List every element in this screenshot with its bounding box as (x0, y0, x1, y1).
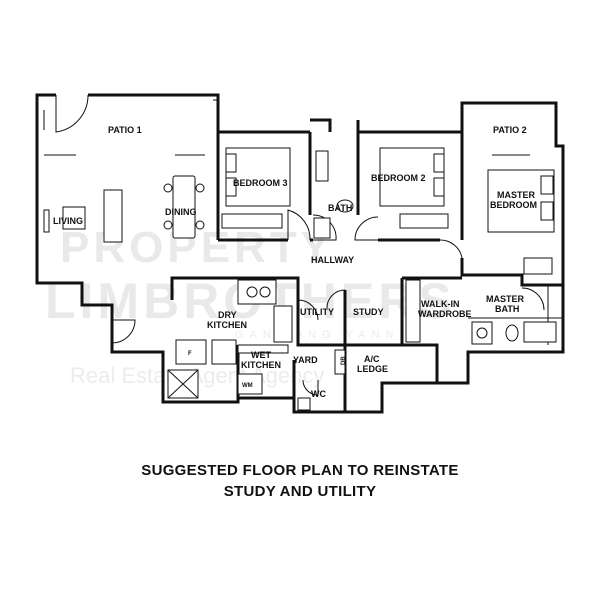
tv-icon (43, 209, 50, 233)
wc-toilet-icon (297, 397, 311, 411)
toilet-icon (336, 199, 354, 213)
fridge-icon (175, 339, 207, 365)
wall-ledge-top (345, 343, 439, 383)
door-main (55, 94, 89, 133)
wall-bed2-top (356, 101, 565, 285)
pillow-icon (225, 177, 237, 197)
basin-icon (313, 217, 331, 239)
label-bedroom-3: BEDROOM 3 (233, 178, 288, 188)
bed-bedroom2-icon (379, 147, 445, 207)
door-study (326, 289, 346, 309)
wall-bottom-right (345, 381, 437, 414)
label-wet-kitchen-2: KITCHEN (241, 360, 281, 370)
sink-icon (211, 339, 237, 365)
pillow-icon (540, 201, 554, 221)
windows (43, 99, 549, 345)
wall-west (35, 93, 165, 370)
door-bedroom2 (354, 216, 379, 241)
label-study: STUDY (353, 307, 384, 317)
label-bath: BATH (328, 203, 352, 213)
wall-master-bottom (460, 258, 563, 287)
label-dining: DINING (165, 207, 197, 217)
wall-bath-top (310, 118, 332, 132)
coffee-table-icon (62, 206, 86, 230)
chair-icon (195, 183, 205, 193)
label-patio-1: PATIO 1 (108, 125, 142, 135)
chair-icon (163, 183, 173, 193)
pillow-icon (540, 175, 554, 195)
caption-line-1: SUGGESTED FLOOR PLAN TO REINSTATE (141, 462, 459, 479)
burner-icon (246, 286, 258, 298)
pillow-icon (225, 153, 237, 173)
watermark-line-1: PROPERTY (60, 223, 334, 272)
label-bedroom-2: BEDROOM 2 (371, 173, 426, 183)
label-db: DB (341, 356, 347, 365)
wall-utility (296, 278, 347, 347)
master-toilet-icon (505, 324, 519, 342)
db-box-icon (334, 349, 346, 375)
furniture (43, 147, 557, 411)
label-ac-ledge-1: A/C (364, 354, 380, 364)
master-basin-bowl-icon (476, 327, 488, 339)
label-yard: YARD (293, 355, 318, 365)
bed-bedroom3-icon (225, 147, 291, 207)
room-labels: PATIO 1 PATIO 2 BEDROOM 3 BEDROOM 2 MAST… (53, 125, 537, 399)
wardrobe-icon (221, 213, 283, 229)
label-master-bedroom-1: MASTER (497, 190, 536, 200)
dining-table-icon (172, 175, 196, 239)
label-dry-kitchen-1: DRY (218, 310, 237, 320)
door-service (111, 319, 136, 344)
door-utility (297, 299, 319, 321)
desk-icon (523, 257, 553, 275)
fixture-labels: F WM DB (188, 351, 347, 389)
chair-icon (195, 220, 205, 230)
door-master (439, 239, 463, 259)
door-wc (302, 379, 319, 396)
wall-east (437, 285, 565, 385)
label-master-bedroom-2: BEDROOM (490, 200, 537, 210)
label-dry-kitchen-2: KITCHEN (207, 320, 247, 330)
label-living: LIVING (53, 216, 83, 226)
pillow-icon (433, 153, 445, 173)
door-master-bath (521, 287, 545, 311)
label-wc: WC (311, 389, 326, 399)
label-utility: UTILITY (300, 307, 334, 317)
label-master-bath-2: BATH (495, 304, 519, 314)
label-master-bath-1: MASTER (486, 294, 525, 304)
doors (55, 94, 545, 396)
sofa-icon (103, 189, 123, 243)
label-ac-ledge-2: LEDGE (357, 364, 388, 374)
door-bedroom3 (287, 209, 311, 241)
caption-line-2: STUDY AND UTILITY (223, 483, 377, 500)
label-hallway: HALLWAY (311, 255, 354, 265)
label-walkin-1: WALK-IN (421, 299, 460, 309)
walkin-shelf-icon (405, 279, 421, 343)
wet-counter-icon (237, 344, 289, 354)
counter-icon (273, 305, 293, 343)
pillow-icon (433, 177, 445, 197)
door-bath (312, 214, 337, 241)
shower-icon (315, 150, 329, 182)
label-wet-kitchen-1: WET (251, 350, 271, 360)
label-walkin-2: WARDROBE (418, 309, 472, 319)
chair-icon (163, 220, 173, 230)
master-shower-icon (523, 321, 557, 343)
label-patio-2: PATIO 2 (493, 125, 527, 135)
sink-diag-icon (167, 369, 199, 399)
wardrobe-icon (399, 213, 449, 229)
label-washing-machine: WM (242, 383, 253, 389)
label-fridge: F (188, 351, 192, 357)
wall-patio1-top (88, 93, 220, 132)
watermark-line-3: GAN SING YANN (235, 329, 399, 341)
burner-icon (259, 286, 271, 298)
washing-machine-icon (237, 373, 263, 395)
